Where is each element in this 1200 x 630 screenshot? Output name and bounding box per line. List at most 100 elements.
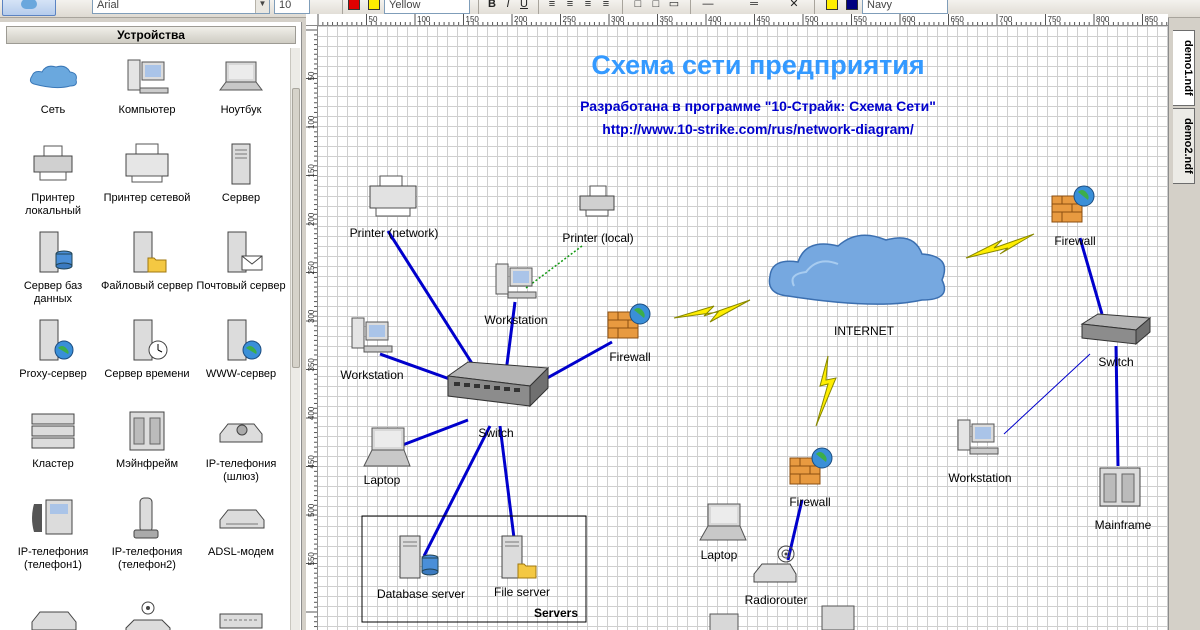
- link-switch-workstation-top[interactable]: [504, 301, 517, 373]
- wireless-router-icon[interactable]: [753, 545, 797, 583]
- servers-group-box[interactable]: [361, 515, 587, 623]
- device-computer[interactable]: Компьютер: [100, 54, 194, 117]
- wan-bolt-internet-firewall-right[interactable]: [965, 233, 1035, 259]
- line-width-icon[interactable]: ═: [750, 0, 758, 10]
- text-color-swatch[interactable]: [826, 0, 838, 10]
- frame-icon[interactable]: □: [652, 0, 660, 10]
- label-switch-main[interactable]: Switch: [478, 426, 513, 440]
- border-icon[interactable]: □: [634, 0, 642, 10]
- device-cluster[interactable]: Кластер: [6, 408, 100, 471]
- device-network[interactable]: Сеть: [6, 54, 100, 117]
- switch-icon[interactable]: [446, 361, 550, 408]
- device-ip-phone-2[interactable]: IP-телефония (телефон2): [100, 496, 194, 572]
- link-firewall-switch-right[interactable]: [1078, 237, 1104, 315]
- tab-demo2[interactable]: demo2.ndf: [1173, 108, 1195, 184]
- firewall-icon[interactable]: [789, 447, 833, 485]
- laptop-icon[interactable]: [709, 613, 739, 630]
- red-color-swatch[interactable]: [348, 0, 360, 10]
- font-size-combo[interactable]: 10: [274, 0, 310, 14]
- laptop-icon[interactable]: [699, 503, 747, 541]
- diagram-subtitle[interactable]: Разработана в программе "10-Страйк: Схем…: [580, 98, 936, 114]
- firewall-icon[interactable]: [1051, 185, 1095, 223]
- label-laptop-left[interactable]: Laptop: [364, 473, 401, 487]
- network-printer-icon[interactable]: [369, 175, 417, 217]
- device-mainframe[interactable]: Мэйнфрейм: [100, 408, 194, 471]
- internet-cloud-icon[interactable]: [768, 234, 946, 305]
- device-mail-server[interactable]: Почтовый сервер: [194, 230, 288, 293]
- chevron-down-icon[interactable]: ▼: [255, 0, 269, 13]
- label-firewall-bottom[interactable]: Firewall: [789, 495, 830, 509]
- database-server-icon[interactable]: [399, 535, 439, 579]
- mainframe-icon[interactable]: [1099, 467, 1141, 507]
- device-adsl-modem[interactable]: ADSL-модем: [194, 496, 288, 559]
- link-switch-printer-network[interactable]: [386, 230, 482, 377]
- devices-scrollbar[interactable]: [290, 48, 300, 630]
- device-hub[interactable]: [194, 598, 288, 630]
- device-ip-phone-1[interactable]: IP-телефония (телефон1): [6, 496, 100, 572]
- computer-icon[interactable]: [957, 419, 999, 455]
- laptop-icon[interactable]: [363, 427, 411, 467]
- align-justify-icon[interactable]: ≡: [602, 0, 610, 10]
- link-switch-workstation-left[interactable]: [379, 352, 459, 384]
- device-database-server[interactable]: Сервер баз данных: [6, 230, 100, 306]
- device-modem[interactable]: [6, 598, 100, 630]
- link-switch-mainframe[interactable]: [1114, 345, 1120, 467]
- label-switch-right[interactable]: Switch: [1098, 355, 1133, 369]
- label-radiorouter[interactable]: Radiorouter: [745, 593, 808, 607]
- line-style-icon[interactable]: —: [702, 0, 714, 10]
- diagram-url[interactable]: http://www.10-strike.com/rus/network-dia…: [602, 121, 914, 137]
- label-workstation-left[interactable]: Workstation: [340, 368, 403, 382]
- label-file-server[interactable]: File server: [494, 585, 550, 599]
- laptop-icon[interactable]: [821, 605, 855, 630]
- navy-color-swatch[interactable]: [846, 0, 858, 10]
- device-wireless-router[interactable]: [100, 598, 194, 630]
- device-web-server[interactable]: WWW-сервер: [194, 318, 288, 381]
- label-laptop-bottom[interactable]: Laptop: [701, 548, 738, 562]
- label-workstation-top[interactable]: Workstation: [484, 313, 547, 327]
- underline-button[interactable]: U: [520, 0, 528, 10]
- device-network-printer[interactable]: Принтер сетевой: [100, 142, 194, 205]
- align-right-icon[interactable]: ≡: [584, 0, 592, 10]
- computer-icon[interactable]: [495, 263, 537, 299]
- tab-demo1[interactable]: demo1.ndf: [1173, 30, 1195, 106]
- label-printer-network[interactable]: Printer (network): [350, 226, 439, 240]
- device-time-server[interactable]: Сервер времени: [100, 318, 194, 381]
- label-workstation-right[interactable]: Workstation: [948, 471, 1011, 485]
- panel-splitter[interactable]: [302, 18, 306, 630]
- link-switch-firewall[interactable]: [539, 340, 613, 384]
- device-laptop[interactable]: Ноутбук: [194, 54, 288, 117]
- align-center-icon[interactable]: ≡: [566, 0, 574, 10]
- link-switch-workstation-right[interactable]: [1003, 353, 1091, 435]
- device-proxy-server[interactable]: Proxy-сервер: [6, 318, 100, 381]
- link-switch-database[interactable]: [422, 425, 492, 557]
- diagram-title[interactable]: Схема сети предприятия: [591, 50, 924, 80]
- device-ip-gateway[interactable]: IP-телефония (шлюз): [194, 408, 288, 484]
- link-switch-fileserver[interactable]: [498, 425, 516, 539]
- wan-bolt-internet-firewall-bottom[interactable]: [815, 355, 837, 427]
- computer-icon[interactable]: [351, 317, 393, 353]
- label-firewall-main[interactable]: Firewall: [609, 350, 650, 364]
- yellow-color-swatch[interactable]: [368, 0, 380, 10]
- label-database-server[interactable]: Database server: [377, 587, 465, 601]
- shadow-icon[interactable]: ▭: [668, 0, 680, 10]
- label-internet[interactable]: INTERNET: [834, 324, 895, 338]
- diagram-canvas[interactable]: Схема сети предприятия Разработана в про…: [318, 26, 1168, 630]
- device-local-printer[interactable]: Принтер локальный: [6, 142, 100, 218]
- file-server-icon[interactable]: [501, 535, 537, 579]
- link-workstation-printer-local[interactable]: [525, 245, 583, 289]
- align-left-icon[interactable]: ≡: [548, 0, 556, 10]
- link-firewall-radiorouter[interactable]: [786, 499, 804, 561]
- italic-button[interactable]: I: [506, 0, 510, 10]
- device-server[interactable]: Сервер: [194, 142, 288, 205]
- label-firewall-right[interactable]: Firewall: [1054, 234, 1095, 248]
- switch-icon[interactable]: [1080, 313, 1152, 346]
- printer-icon[interactable]: [579, 185, 615, 217]
- device-file-server[interactable]: Файловый сервер: [100, 230, 194, 293]
- font-name-combo[interactable]: Arial ▼: [92, 0, 270, 14]
- link-switch-laptop[interactable]: [399, 418, 469, 448]
- wan-bolt-firewall-internet[interactable]: [673, 299, 751, 323]
- firewall-icon[interactable]: [607, 303, 651, 339]
- connector-icon[interactable]: ✕: [789, 0, 799, 10]
- network-tool-button[interactable]: [2, 0, 56, 16]
- label-printer-local[interactable]: Printer (local): [562, 231, 633, 245]
